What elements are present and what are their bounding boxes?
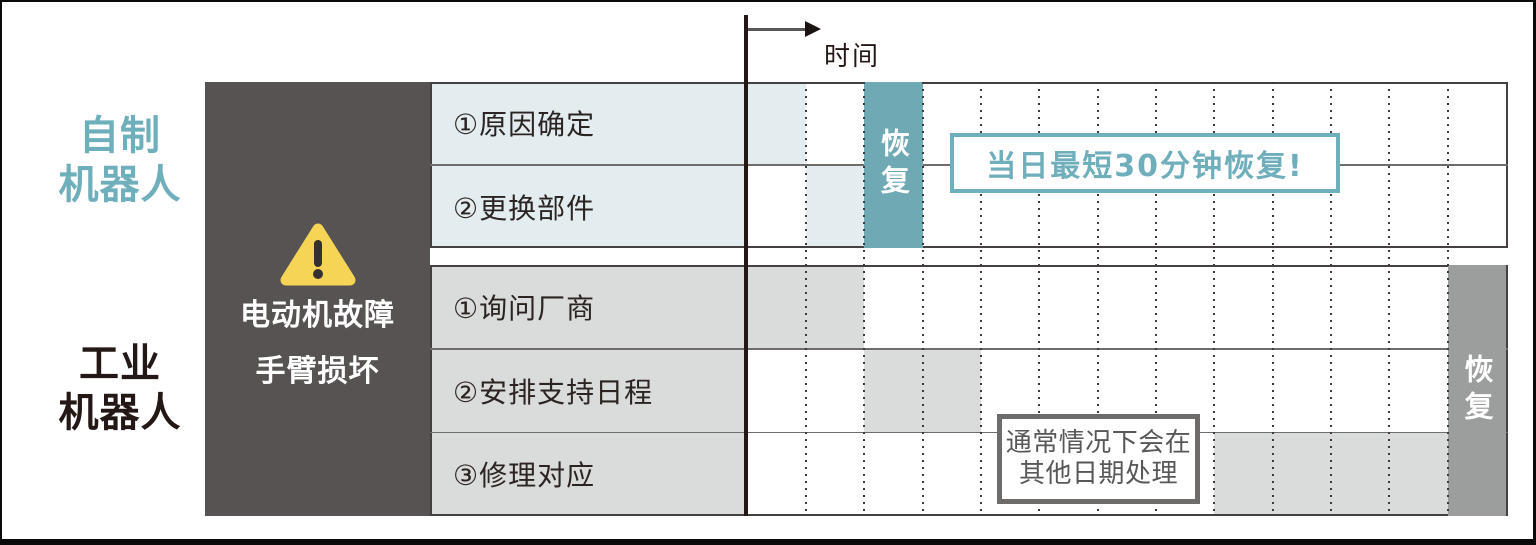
fast-recovery-callout: 当日最短30分钟恢复! bbox=[950, 133, 1340, 193]
grid-dotted-line bbox=[804, 82, 807, 516]
grid-dotted-line bbox=[1155, 82, 1158, 516]
warning-triangle-icon bbox=[280, 223, 356, 286]
group-label-line: 自制 bbox=[79, 113, 161, 159]
frame-left bbox=[0, 0, 2, 545]
slow-recovery-callout-line: 其他日期处理 bbox=[1018, 459, 1178, 489]
frame-top bbox=[0, 0, 1536, 2]
group-label-line: 工业 bbox=[79, 341, 161, 387]
timeline-bar bbox=[747, 82, 806, 165]
industrial-label-column bbox=[430, 265, 747, 516]
time-axis-label: 时间 bbox=[824, 42, 881, 72]
timeline-bar bbox=[805, 165, 865, 248]
group-label-industrial: 工业 机器人 bbox=[20, 340, 220, 438]
self-made-recovery-block: 恢复 bbox=[864, 82, 923, 248]
grid-dotted-line bbox=[863, 82, 866, 516]
grid-dotted-line bbox=[1330, 82, 1333, 516]
frame-bottom bbox=[0, 539, 1536, 545]
grid-dotted-line bbox=[1038, 82, 1041, 516]
industrial-row-divider bbox=[430, 348, 1508, 350]
incident-line: 手臂损坏 bbox=[255, 354, 380, 389]
grid-dotted-line bbox=[1388, 82, 1391, 516]
incident-box: 电动机故障 手臂损坏 bbox=[205, 82, 430, 516]
step-label: ②安排支持日程 bbox=[453, 375, 654, 409]
grid-dotted-line bbox=[1213, 82, 1216, 516]
slow-recovery-callout-line: 通常情况下会在 bbox=[1005, 428, 1192, 458]
step-label: ②更换部件 bbox=[453, 191, 596, 225]
grid-dotted-line bbox=[1096, 82, 1099, 516]
failure-time-line bbox=[744, 15, 748, 516]
slow-recovery-callout: 通常情况下会在 其他日期处理 bbox=[997, 414, 1200, 504]
step-label: ①原因确定 bbox=[453, 108, 596, 141]
industrial-recovery-block: 恢复 bbox=[1447, 265, 1507, 516]
grid-dotted-line bbox=[979, 82, 982, 516]
industrial-row-divider bbox=[430, 431, 1508, 433]
time-arrow-head-icon bbox=[805, 21, 821, 37]
group-label-self-made: 自制 机器人 bbox=[20, 112, 220, 210]
group-label-line: 机器人 bbox=[58, 162, 182, 208]
incident-line: 电动机故障 bbox=[240, 298, 395, 333]
incident-text: 电动机故障 手臂损坏 bbox=[205, 288, 430, 400]
step-label: ①询问厂商 bbox=[453, 291, 596, 325]
grid-dotted-line bbox=[1271, 82, 1274, 516]
grid-dotted-line bbox=[921, 82, 924, 516]
step-label: ③修理对应 bbox=[453, 459, 596, 492]
time-arrow-shaft bbox=[748, 28, 807, 31]
industrial-section bbox=[430, 265, 1508, 516]
group-label-line: 机器人 bbox=[58, 390, 182, 436]
recovery-label: 恢复 bbox=[1459, 353, 1494, 428]
frame-right bbox=[1533, 0, 1536, 545]
recovery-label: 恢复 bbox=[876, 128, 911, 202]
fast-recovery-callout-text: 当日最短30分钟恢复! bbox=[986, 149, 1304, 184]
grid-dotted-line bbox=[1446, 82, 1449, 516]
